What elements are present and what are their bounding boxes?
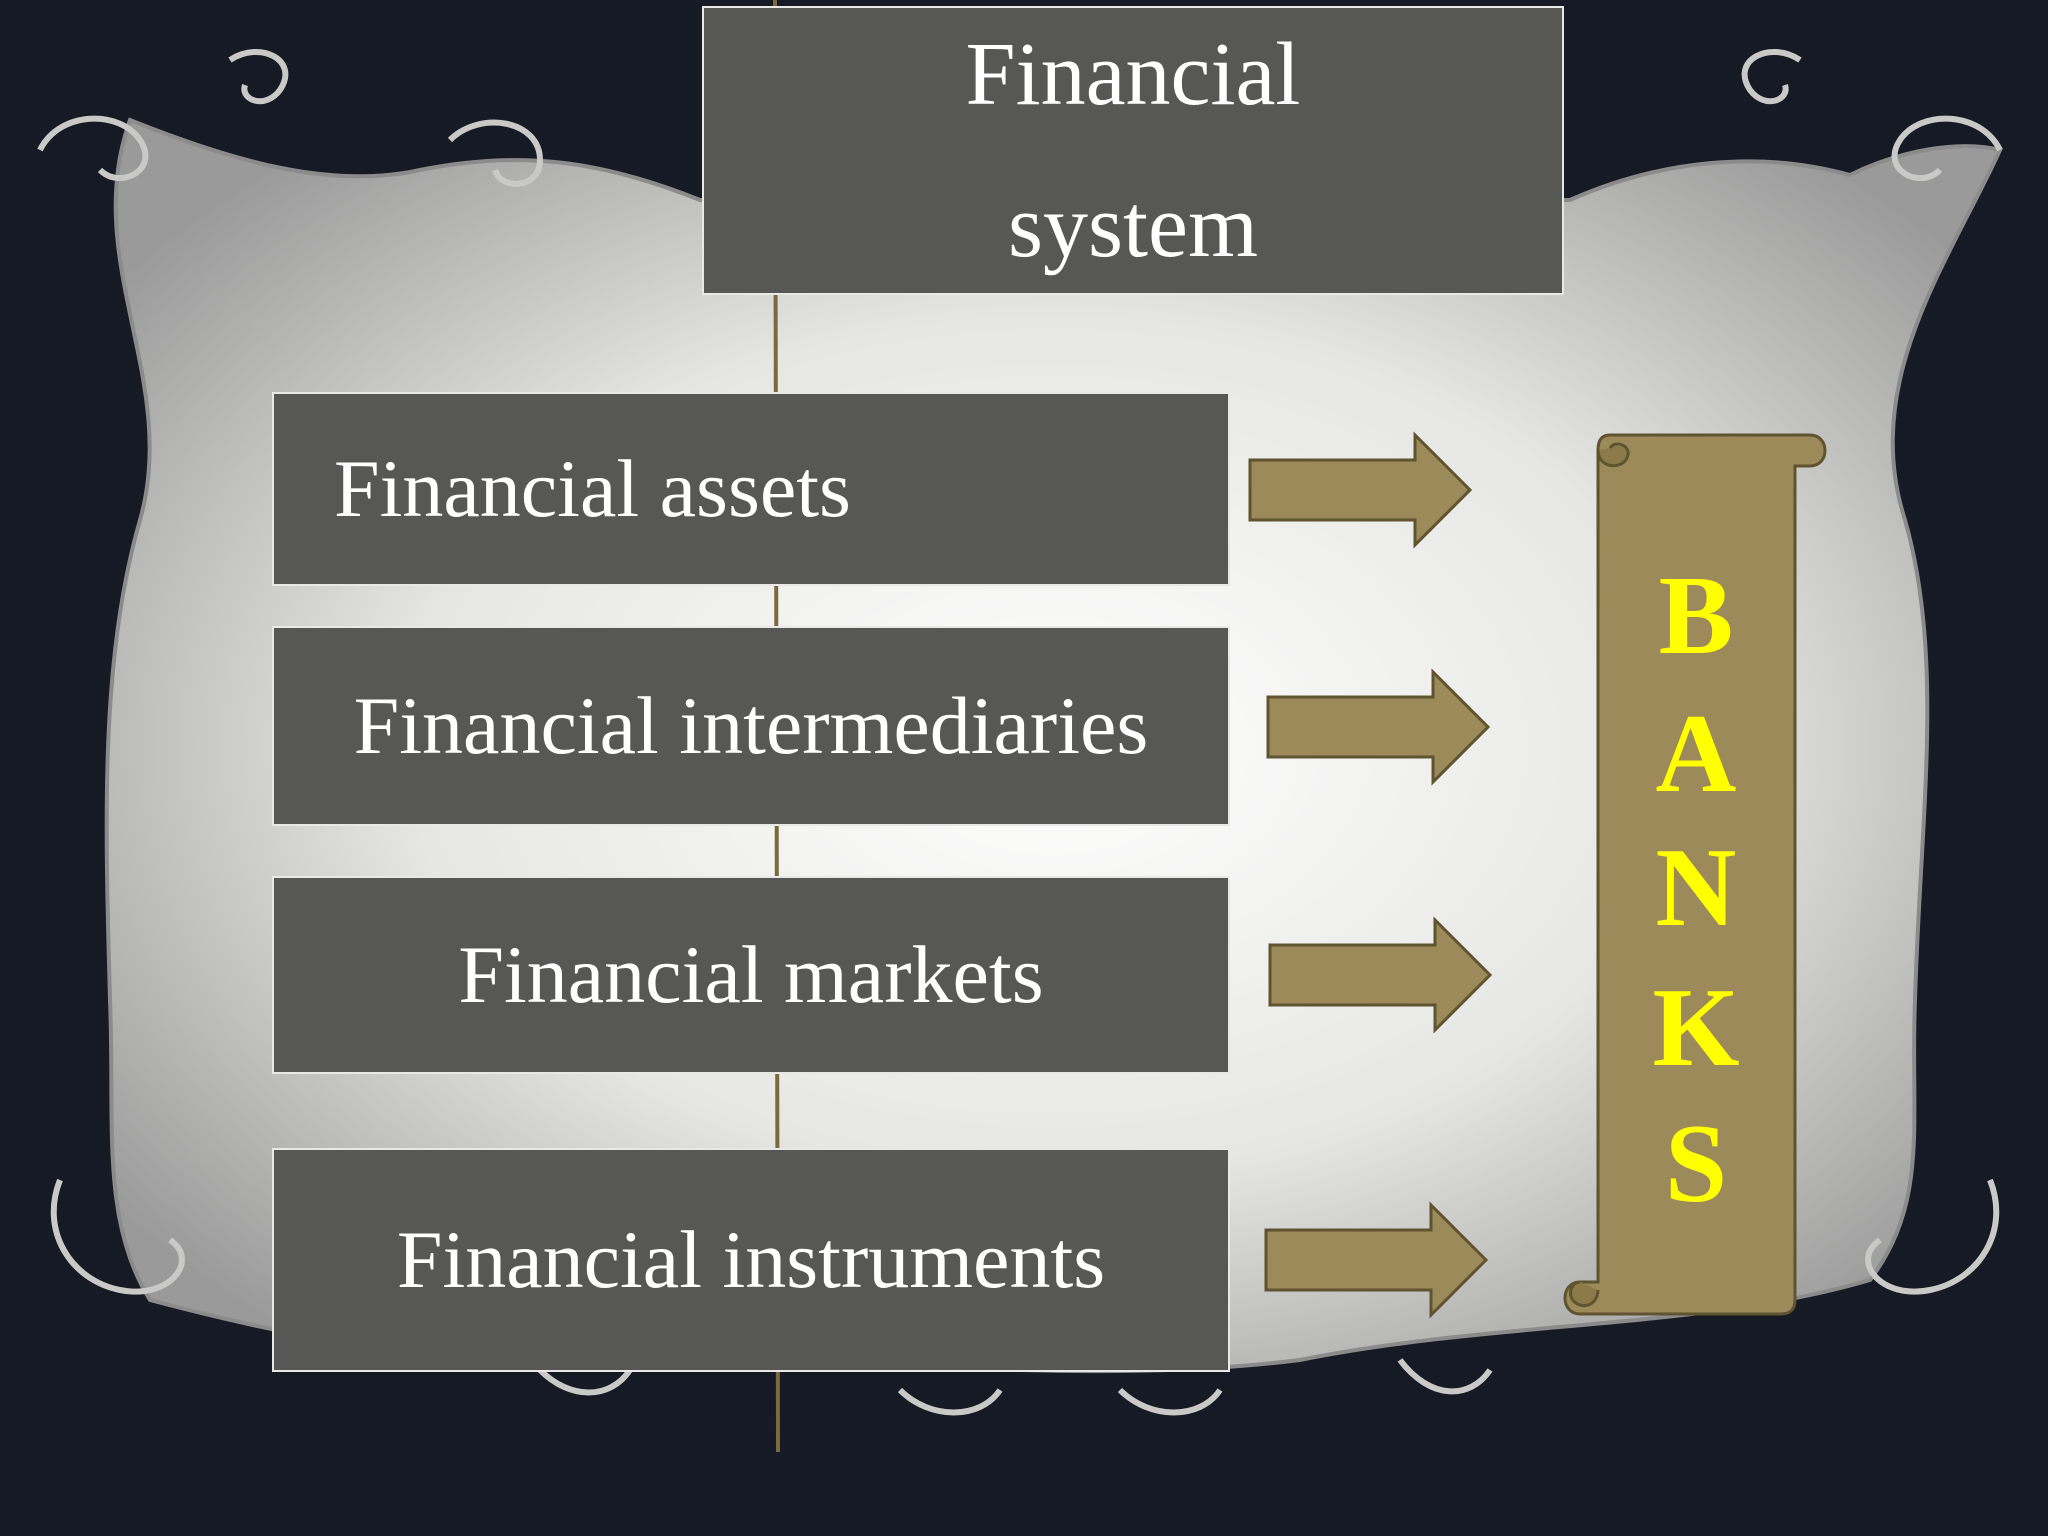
- component-label: Financial markets: [458, 928, 1044, 1020]
- title-line-2: system: [1007, 176, 1258, 276]
- banks-letter: A: [1655, 692, 1737, 816]
- banks-letter: S: [1664, 1102, 1728, 1226]
- title-line-1: Financial: [965, 25, 1301, 125]
- arrow-right-icon: [1264, 1201, 1489, 1319]
- arrow-right-icon: [1268, 916, 1493, 1034]
- arrows: [1248, 431, 1493, 1319]
- corner-flourishes: [37, 48, 2003, 1416]
- banks-letter: B: [1658, 554, 1734, 678]
- component-box-financial-intermediaries: Financial intermediaries: [272, 626, 1230, 826]
- component-box-financial-assets: Financial assets: [272, 392, 1230, 586]
- component-label: Financial assets: [334, 442, 851, 534]
- arrow-right-icon: [1266, 668, 1491, 786]
- component-box-financial-markets: Financial markets: [272, 876, 1230, 1074]
- title-box: Financial system: [702, 6, 1564, 295]
- banks-letter: K: [1652, 966, 1740, 1090]
- component-label: Financial intermediaries: [353, 679, 1149, 771]
- component-box-financial-instruments: Financial instruments: [272, 1148, 1230, 1372]
- banks-letter: N: [1655, 826, 1737, 950]
- component-label: Financial instruments: [396, 1213, 1106, 1305]
- arrow-right-icon: [1248, 431, 1473, 549]
- banks-scroll: [1563, 433, 1827, 1316]
